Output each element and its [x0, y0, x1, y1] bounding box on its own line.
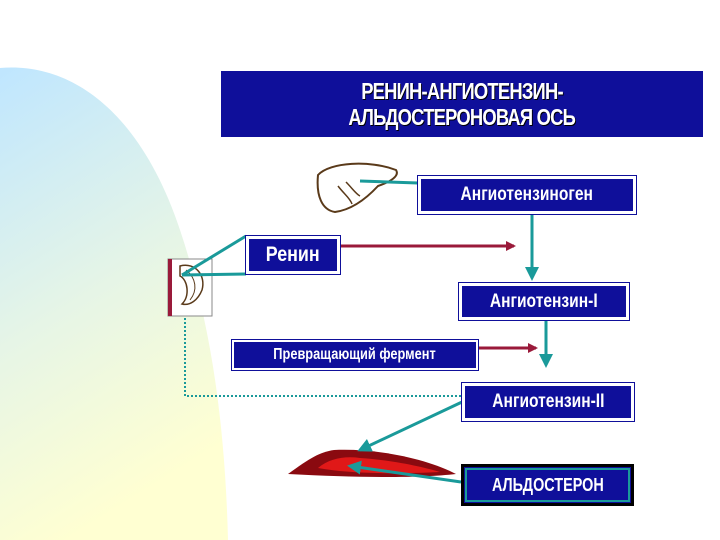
renin-label: Ренин [266, 243, 320, 266]
angiotensin-1-node: Ангиотензин-I [458, 282, 630, 321]
title-line-2: АЛЬДОСТЕРОНОВАЯ ОСЬ [348, 104, 577, 130]
aldosterone-node: АЛЬДОСТЕРОН [461, 464, 634, 506]
angiotensinogen-node: Ангиотензиноген [417, 175, 637, 215]
angiotensin-2-node: Ангиотензин-II [461, 382, 635, 422]
angiotensinogen-label: Ангиотензиноген [460, 184, 594, 205]
aldosterone-label: АЛЬДОСТЕРОН [491, 474, 604, 495]
renin-node: Ренин [245, 235, 341, 275]
angiotensin-1-label: Ангиотензин-I [490, 290, 598, 312]
page-title: РЕНИН-АНГИОТЕНЗИН- АЛЬДОСТЕРОНОВАЯ ОСЬ [221, 71, 703, 137]
angiotensin-2-label: Ангиотензин-II [491, 391, 605, 412]
converting-enzyme-node: Превращающий фермент [231, 339, 479, 371]
title-line-1: РЕНИН-АНГИОТЕНЗИН- [361, 78, 563, 104]
converting-enzyme-label: Превращающий фермент [273, 346, 437, 363]
